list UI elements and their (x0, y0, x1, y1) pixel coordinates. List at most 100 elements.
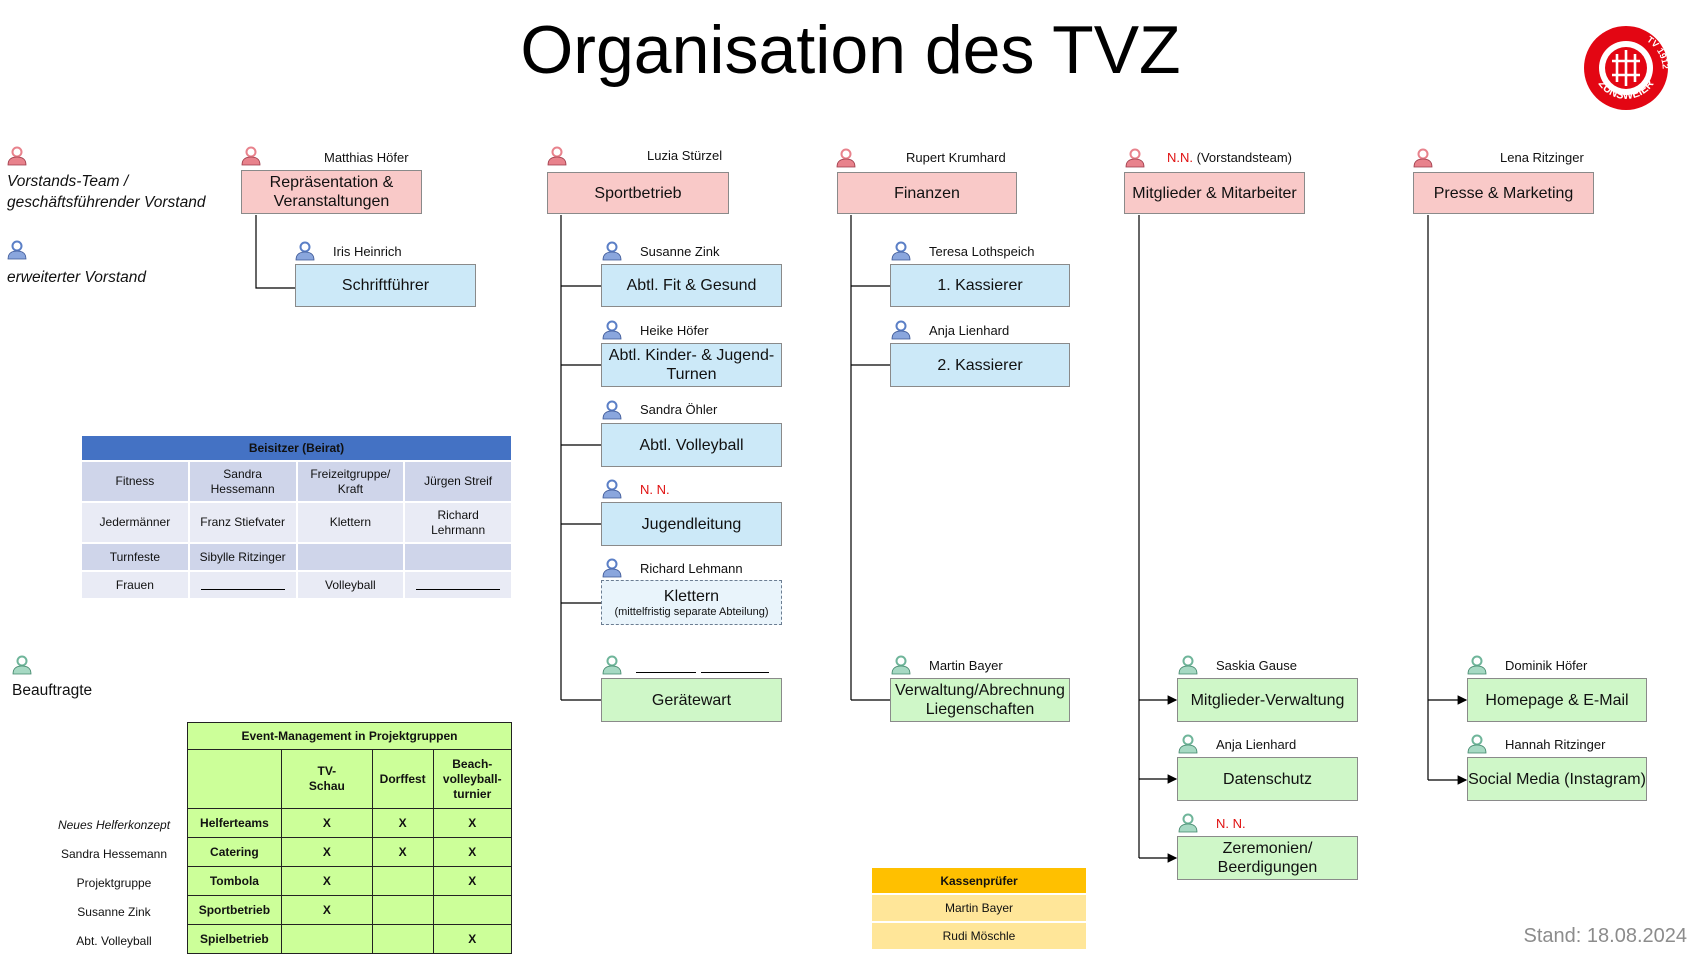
event-col-header: Dorffest (371, 749, 434, 809)
person-icon (295, 241, 315, 261)
person-name: N.N. (Vorstandsteam) (1167, 150, 1292, 166)
table-cell: Sibylle Ritzinger (187, 542, 298, 572)
person-name: Anja Lienhard (929, 323, 1010, 338)
person-icon (241, 146, 261, 166)
table-cell: Frauen (80, 570, 190, 600)
event-table: Event-Management in Projektgruppen TV-Sc… (187, 722, 513, 954)
event-mark: X (280, 837, 373, 867)
role-box-fit-gesund: Abtl. Fit & Gesund (601, 264, 782, 307)
person-name-nn: N. N. (1216, 816, 1246, 831)
person-name: Teresa Lothspeich (929, 244, 1035, 259)
nn-marker: N.N. (1167, 150, 1193, 165)
person-icon (7, 146, 27, 166)
role-box-kassierer-2: 2. Kassierer (890, 343, 1070, 387)
event-row-left: Abt. Volleyball (76, 934, 152, 948)
kassenpruefer-name: Martin Bayer (870, 893, 1088, 923)
event-row-left: Sandra Hessemann (60, 847, 168, 861)
tvz-logo: ZUNSWEIER TV 1912 (1584, 26, 1670, 110)
event-mark: X (371, 837, 434, 867)
event-mark: X (432, 924, 513, 954)
event-mark (432, 895, 513, 925)
event-row-name: Catering (187, 837, 282, 867)
table-cell: Fitness (80, 460, 190, 503)
legend-vorstand: Vorstands-Team / geschäftsführender Vors… (7, 173, 206, 211)
person-icon (891, 320, 911, 340)
person-name: Anja Lienhard (1216, 737, 1297, 752)
table-cell (295, 542, 406, 572)
kassenpruefer-header: Kassenprüfer (870, 866, 1088, 895)
role-box-mitglieder: Mitglieder & Mitarbeiter (1124, 172, 1305, 214)
role-box-jugendleitung: Jugendleitung (601, 502, 782, 546)
person-icon (1178, 813, 1198, 833)
table-cell: Sandra Hessemann (187, 460, 298, 503)
role-box-mitglieder-verwaltung: Mitglieder-Verwaltung (1177, 678, 1358, 722)
table-cell: Jedermänner (80, 501, 190, 544)
person-name: Matthias Höfer (324, 150, 409, 165)
role-box-kinder-jugend: Abtl. Kinder- & Jugend-Turnen (601, 343, 782, 387)
role-box-geraetewart: Gerätewart (601, 678, 782, 722)
event-mark: X (280, 808, 373, 838)
blank-line (701, 672, 769, 673)
role-box-homepage: Homepage & E-Mail (1467, 678, 1647, 722)
kassenpruefer-table: Kassenprüfer Martin Bayer Rudi Möschle (870, 866, 1088, 951)
page-title: Organisation des TVZ (520, 12, 1181, 88)
event-row-left: Neues Helferkonzept (57, 818, 171, 832)
event-mark: X (432, 808, 513, 838)
event-col-header: TV-Schau (280, 749, 373, 809)
role-label: Klettern (663, 587, 720, 605)
event-mark (371, 866, 434, 896)
event-mark: X (280, 866, 373, 896)
person-icon (547, 146, 567, 166)
person-name-nn: N. N. (640, 482, 670, 497)
person-name: Richard Lehmann (640, 561, 743, 576)
event-row-name: Helferteams (187, 808, 282, 838)
event-header: Event-Management in Projektgruppen (187, 722, 512, 750)
table-cell: Volleyball (295, 570, 406, 600)
table-cell: Freizeitgruppe/ Kraft (295, 460, 406, 503)
role-box-datenschutz: Datenschutz (1177, 757, 1358, 801)
table-cell-blank (403, 570, 513, 600)
table-cell: Franz Stiefvater (187, 501, 298, 544)
person-icon (1413, 148, 1433, 168)
role-box-repraesentation: Repräsentation & Veranstaltungen (241, 170, 422, 214)
event-col-header: Beach-volleyball-turnier (432, 749, 513, 809)
person-role-note: (Vorstandsteam) (1193, 150, 1292, 165)
person-name: Susanne Zink (640, 244, 720, 259)
person-icon (7, 240, 27, 260)
person-name: Sandra Öhler (640, 402, 718, 417)
person-name: Martin Bayer (929, 658, 1003, 673)
role-box-zeremonien: Zeremonien/ Beerdigungen (1177, 836, 1358, 880)
beisitzer-table: Beisitzer (Beirat) Fitness Sandra Hessem… (80, 434, 513, 600)
person-icon (1467, 734, 1487, 754)
legend-beauftragte: Beauftragte (12, 682, 93, 699)
role-box-sportbetrieb: Sportbetrieb (547, 172, 729, 214)
event-mark: X (432, 837, 513, 867)
person-icon (602, 241, 622, 261)
role-note: (mittelfristig separate Abteilung) (614, 605, 769, 618)
event-mark: X (280, 895, 373, 925)
table-cell (403, 542, 513, 572)
person-name: Iris Heinrich (333, 244, 402, 259)
event-row-name: Tombola (187, 866, 282, 896)
kassenpruefer-name: Rudi Möschle (870, 921, 1088, 951)
person-icon (1467, 655, 1487, 675)
person-icon (1125, 148, 1145, 168)
event-mark: X (432, 866, 513, 896)
person-icon (602, 558, 622, 578)
person-name: Rupert Krumhard (906, 150, 1006, 165)
event-row-left: Susanne Zink (77, 905, 151, 919)
event-mark: X (371, 808, 434, 838)
person-icon (602, 400, 622, 420)
person-icon (891, 655, 911, 675)
event-row-left: Projektgruppe (76, 876, 152, 890)
stand-date: Stand: 18.08.2024 (1523, 925, 1687, 947)
person-name: Luzia Stürzel (647, 148, 723, 163)
person-icon (602, 320, 622, 340)
blank-line (636, 672, 696, 673)
event-mark (280, 924, 373, 954)
table-cell-blank (187, 570, 298, 600)
person-name: Dominik Höfer (1505, 658, 1588, 673)
event-mark (371, 895, 434, 925)
role-box-liegenschaften: Verwaltung/Abrechnung Liegenschaften (890, 678, 1070, 722)
